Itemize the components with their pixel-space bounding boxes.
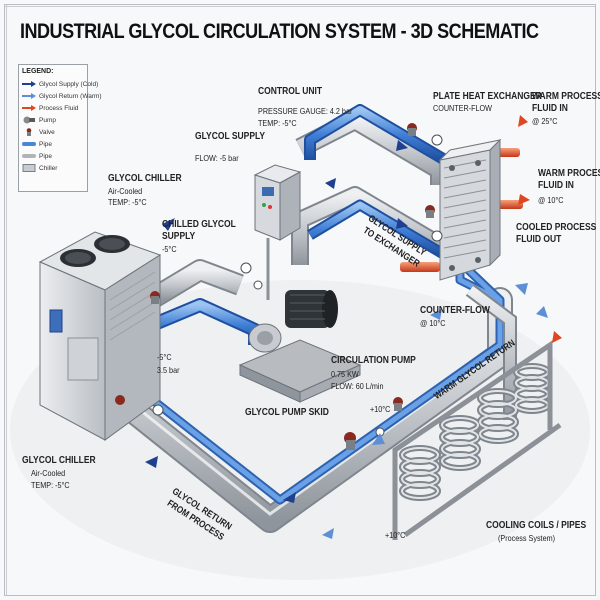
control-unit-temp: TEMP: -5°C	[258, 118, 297, 128]
legend-title: LEGEND:	[22, 68, 54, 75]
legend-item-pump: Pump	[22, 114, 84, 126]
legend-item-pipe-blue: Pipe	[22, 138, 84, 150]
glycol-chiller-unit	[38, 231, 162, 441]
plate-heat-exchanger	[438, 138, 502, 281]
pump-skid-title: GLYCOL PUMP SKID	[245, 407, 329, 418]
legend-label-process: Process Fluid	[39, 104, 79, 112]
arrow-dark-blue-icon	[22, 80, 36, 88]
cooled-process-title2: FLUID OUT	[516, 234, 562, 245]
legend: LEGEND: Glycol Supply (Cold) Glycol Retu…	[18, 64, 102, 192]
chiller-top-temp: TEMP: -5°C	[108, 197, 147, 207]
legend-item-pipe-grey: Pipe	[22, 150, 84, 162]
flow-arrows-process	[518, 115, 562, 343]
legend-item-return: Glycol Return (Warm)	[22, 90, 102, 102]
pump-out-pressure: 3.5 bar	[157, 365, 180, 375]
pipe-blue-icon	[22, 140, 36, 148]
drawing-frame	[4, 4, 596, 596]
legend-label-pump: Pump	[39, 116, 56, 124]
pressure-gauges	[152, 134, 443, 437]
legend-label-pipe-blue: Pipe	[39, 140, 53, 148]
pump-flow: FLOW: 60 L/min	[331, 381, 384, 391]
pump-icon	[22, 116, 36, 124]
chilled-supply-title2: SUPPLY	[162, 231, 196, 242]
chiller-top-title: GLYCOL CHILLER	[108, 173, 182, 184]
cooling-coils	[392, 340, 562, 540]
legend-label-pipe-grey: Pipe	[39, 152, 53, 160]
coils-subtitle: (Process System)	[498, 533, 556, 543]
warm-fluid-25-temp: @ 25°C	[532, 116, 558, 126]
glycol-supply-flow: FLOW: -5 bar	[195, 153, 239, 163]
warm-fluid-25-title1: WARM PROCESS	[532, 91, 600, 102]
chilled-supply-title1: CHILLED GLYCOL	[162, 219, 236, 230]
legend-label-supply: Glycol Supply (Cold)	[39, 80, 99, 88]
temp-label-a: +10°C	[370, 404, 391, 414]
flow-arrows-return	[322, 283, 548, 539]
warm-fluid-10-temp: @ 10°C	[538, 195, 564, 205]
phe-subtitle: COUNTER-FLOW	[433, 103, 493, 113]
chiller-icon	[22, 164, 36, 172]
chilled-supply-temp: -5°C	[162, 244, 177, 254]
chiller-bottom-type: Air-Cooled	[31, 468, 66, 478]
pump-title: CIRCULATION PUMP	[331, 355, 416, 366]
valves	[115, 123, 435, 450]
temp-label-b: +10°C	[385, 530, 406, 540]
valve-icon	[22, 128, 36, 136]
legend-item-valve: Valve	[22, 126, 84, 138]
legend-label-valve: Valve	[39, 128, 55, 136]
control-panel	[253, 164, 302, 300]
control-unit-title: CONTROL UNIT	[258, 86, 323, 97]
cooled-process-title1: COOLED PROCESS	[516, 222, 597, 233]
arrow-light-blue-icon	[22, 92, 36, 100]
counter-flow-temp: @ 10°C	[420, 318, 446, 328]
warm-fluid-10-title1: WARM PROCESS	[538, 168, 600, 179]
flow-arrows-supply	[145, 140, 408, 503]
chiller-top-type: Air-Cooled	[108, 186, 143, 196]
chiller-bottom-temp: TEMP: -5°C	[31, 480, 70, 490]
pipe-grey-icon	[22, 152, 36, 160]
arrow-red-icon	[22, 104, 36, 112]
legend-label-chiller: Chiller	[39, 164, 58, 172]
phe-title: PLATE HEAT EXCHANGER	[433, 91, 542, 102]
legend-item-supply: Glycol Supply (Cold)	[22, 78, 98, 90]
coils-title: COOLING COILS / PIPES	[486, 520, 587, 531]
ruler-left	[0, 4, 7, 596]
legend-item-chiller: Chiller	[22, 162, 84, 174]
supply-pipe-grey	[144, 259, 244, 310]
pump-out-temp: -5°C	[157, 352, 172, 362]
warm-fluid-25-title2: FLUID IN	[532, 103, 568, 114]
chiller-bottom-title: GLYCOL CHILLER	[22, 455, 96, 466]
pump-power: 0.75 KW	[331, 369, 359, 379]
warm-fluid-10-title2: FLUID IN	[538, 180, 574, 191]
legend-item-process: Process Fluid	[22, 102, 84, 114]
glycol-supply-title: GLYCOL SUPPLY	[195, 131, 266, 142]
legend-label-return: Glycol Return (Warm)	[39, 92, 102, 100]
hx-to-coil-pipe	[465, 284, 517, 420]
ruler-top	[4, 0, 596, 7]
pump-skid	[238, 290, 362, 403]
counter-flow-title: COUNTER-FLOW	[420, 305, 490, 316]
control-unit-pressure: PRESSURE GAUGE: 4.2 bar	[258, 106, 353, 116]
